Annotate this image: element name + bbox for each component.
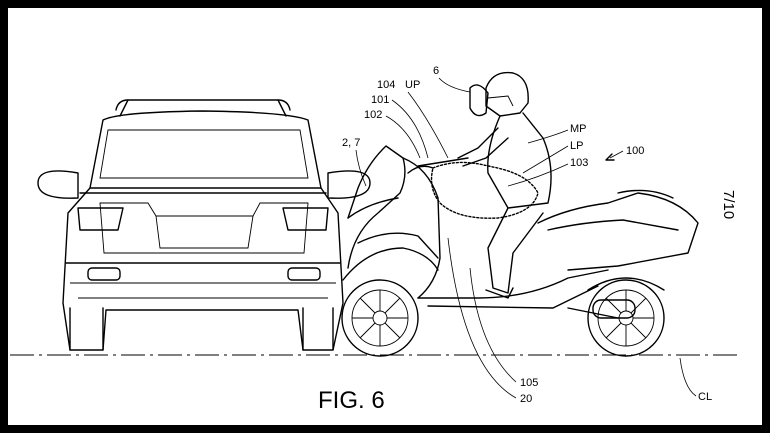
patent-drawing: 6 104 UP 101 102 2, 7 MP LP 100 103 105 … <box>10 65 740 414</box>
ref-cl: CL <box>698 391 712 403</box>
ref-104: 104 <box>377 79 395 91</box>
ref-103: 103 <box>570 157 588 169</box>
ref-100: 100 <box>626 145 644 157</box>
ref-105: 105 <box>520 377 538 389</box>
three-wheel-motorcycle <box>341 145 699 357</box>
sheet-number: 7/10 <box>720 190 737 219</box>
ref-mp: MP <box>570 123 587 135</box>
ref-6: 6 <box>433 65 439 77</box>
figure-caption: FIG. 6 <box>318 387 385 414</box>
ref-2-7: 2, 7 <box>342 137 360 149</box>
reference-labels: 6 104 UP 101 102 2, 7 MP LP 100 103 105 … <box>342 65 712 405</box>
ref-up: UP <box>405 79 420 91</box>
drawing-sheet: 6 104 UP 101 102 2, 7 MP LP 100 103 105 … <box>8 8 762 425</box>
ref-101: 101 <box>371 94 389 106</box>
car-rear-view <box>37 99 371 351</box>
rider <box>430 71 552 299</box>
ref-20: 20 <box>520 393 532 405</box>
ref-lp: LP <box>570 140 583 152</box>
ref-102: 102 <box>364 109 382 121</box>
